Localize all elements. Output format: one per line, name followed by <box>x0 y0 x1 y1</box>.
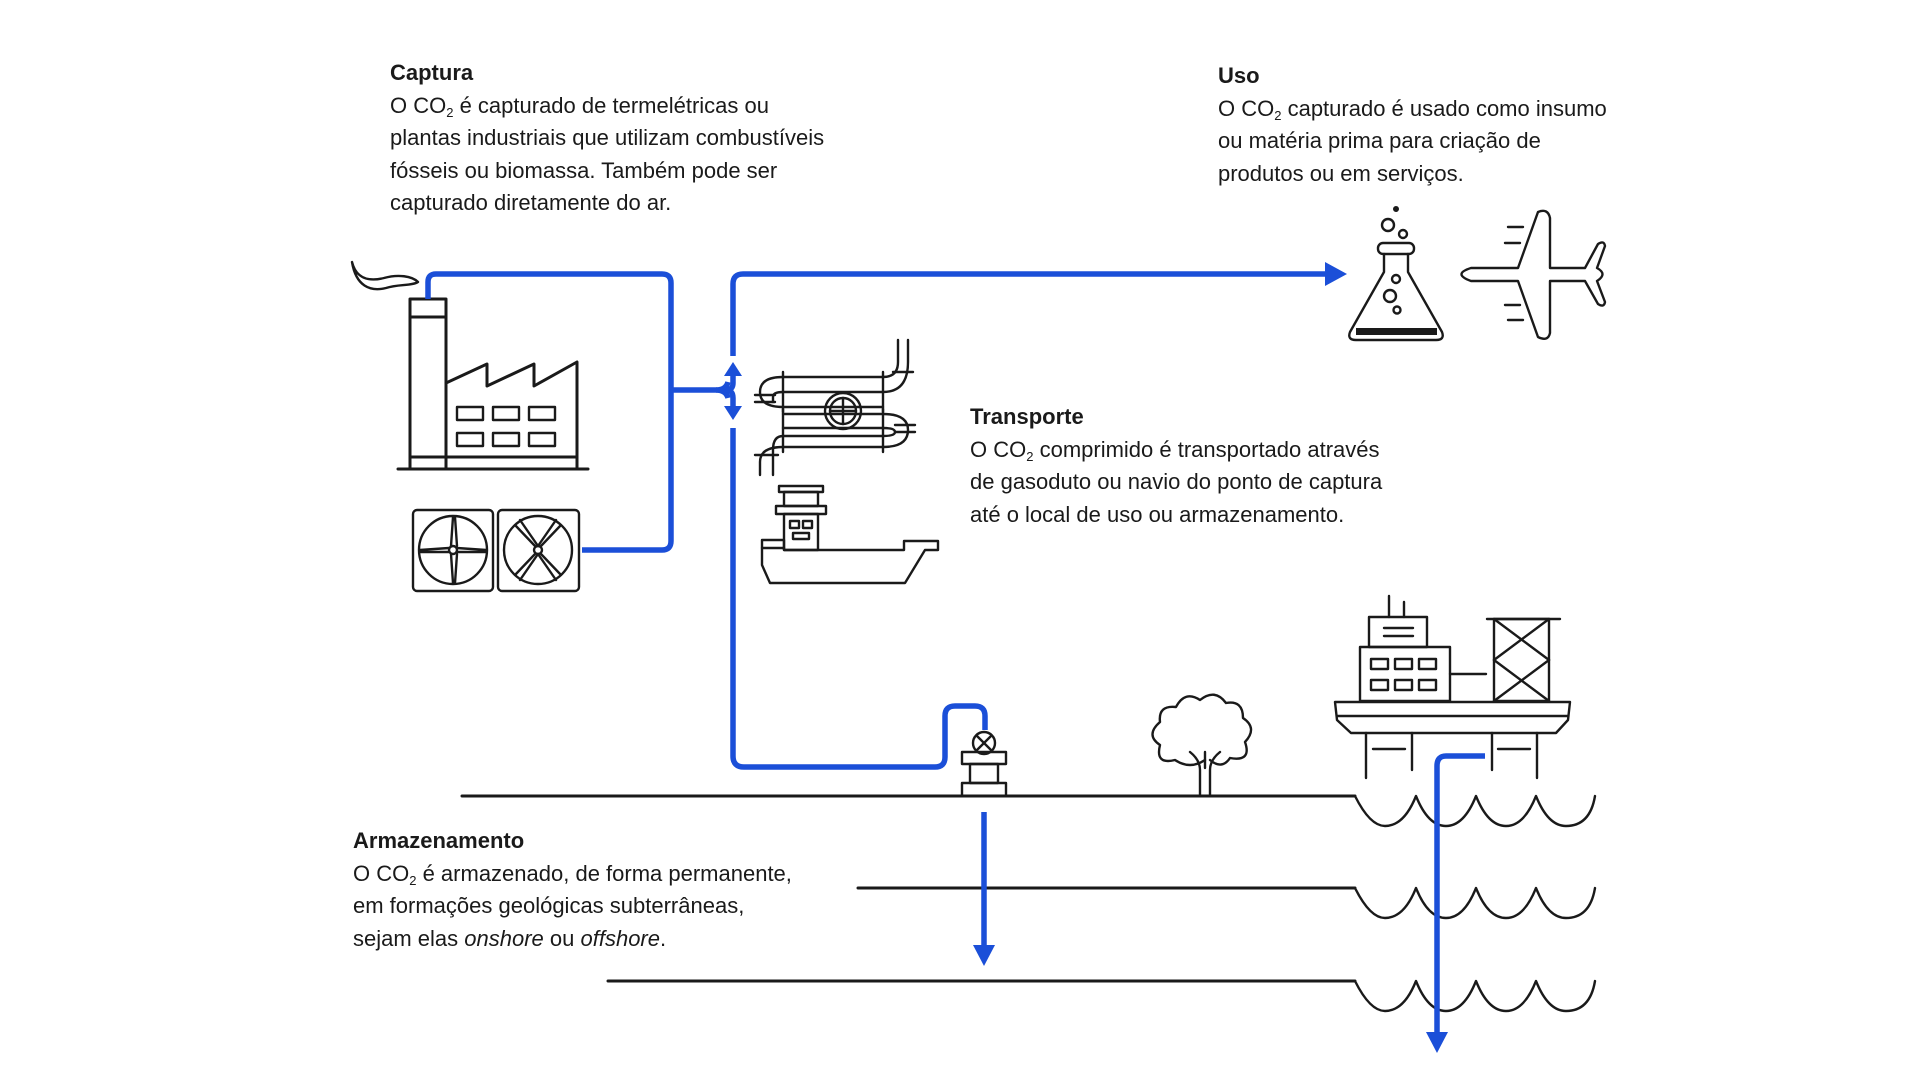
pipeline-icon <box>753 338 917 477</box>
uso-section: Uso O CO2 capturado é usado como insumo … <box>1218 60 1607 190</box>
arrow-offshore-down-icon <box>1426 1032 1448 1053</box>
offshore-term: offshore <box>580 925 661 951</box>
co2-flow-capture-loop <box>425 271 731 553</box>
co2-flow-to-use <box>730 262 1347 356</box>
transporte-section: Transporte O CO2 comprimido é transporta… <box>970 401 1382 531</box>
factory-icon <box>396 297 590 471</box>
transporte-line-3: até o local de uso ou armazenamento. <box>970 501 1345 527</box>
captura-line-4: capturado diretamente do ar. <box>390 190 672 215</box>
waves-icon <box>1353 794 1597 1013</box>
arrow-to-use-icon <box>1325 262 1347 286</box>
arrow-onshore-down-icon <box>973 945 995 966</box>
captura-line-3: fósseis ou biomassa. Também pode ser <box>390 157 778 183</box>
arrow-up-icon <box>724 362 742 376</box>
smoke-icon <box>350 260 420 291</box>
offshore-platform-icon <box>1333 594 1572 780</box>
uso-line-3: produtos ou em serviços. <box>1218 160 1464 186</box>
armazenamento-line-3: sejam elas onshore ou offshore. <box>353 925 667 951</box>
injection-wellhead-icon <box>960 730 1008 798</box>
airplane-icon <box>1460 209 1607 340</box>
co2-flow-to-offshore-storage <box>1426 753 1485 1053</box>
uso-line-2: ou matéria prima para criação de <box>1218 128 1541 153</box>
transporte-title: Transporte <box>970 404 1084 429</box>
transporte-line-2: de gasoduto ou navio do ponto de captura <box>970 469 1383 494</box>
transporte-line-1: O CO2 comprimido é transportado através <box>970 436 1380 464</box>
lab-flask-icon <box>1348 206 1444 342</box>
tree-icon <box>1151 693 1253 798</box>
uso-title: Uso <box>1218 63 1260 88</box>
captura-section: Captura O CO2 é capturado de termelétric… <box>390 57 824 220</box>
captura-title: Captura <box>390 60 474 85</box>
uso-line-1: O CO2 capturado é usado como insumo <box>1218 95 1607 123</box>
co2-flow-to-onshore-storage <box>730 428 995 966</box>
captura-line-2: plantas industriais que utilizam combust… <box>390 125 825 150</box>
armazenamento-title: Armazenamento <box>353 828 525 853</box>
armazenamento-line-1: O CO2 é armazenado, de forma permanente, <box>353 860 792 888</box>
captura-line-1: O CO2 é capturado de termelétricas ou <box>390 92 769 120</box>
direct-air-capture-fans-icon <box>411 508 581 593</box>
ship-icon <box>760 484 940 585</box>
onshore-term: onshore <box>464 925 544 951</box>
armazenamento-line-2: em formações geológicas subterrâneas, <box>353 893 745 918</box>
co2-flow-split-arrows <box>724 362 742 420</box>
arrow-down-icon <box>724 406 742 420</box>
armazenamento-section: Armazenamento O CO2 é armazenado, de for… <box>353 825 792 955</box>
